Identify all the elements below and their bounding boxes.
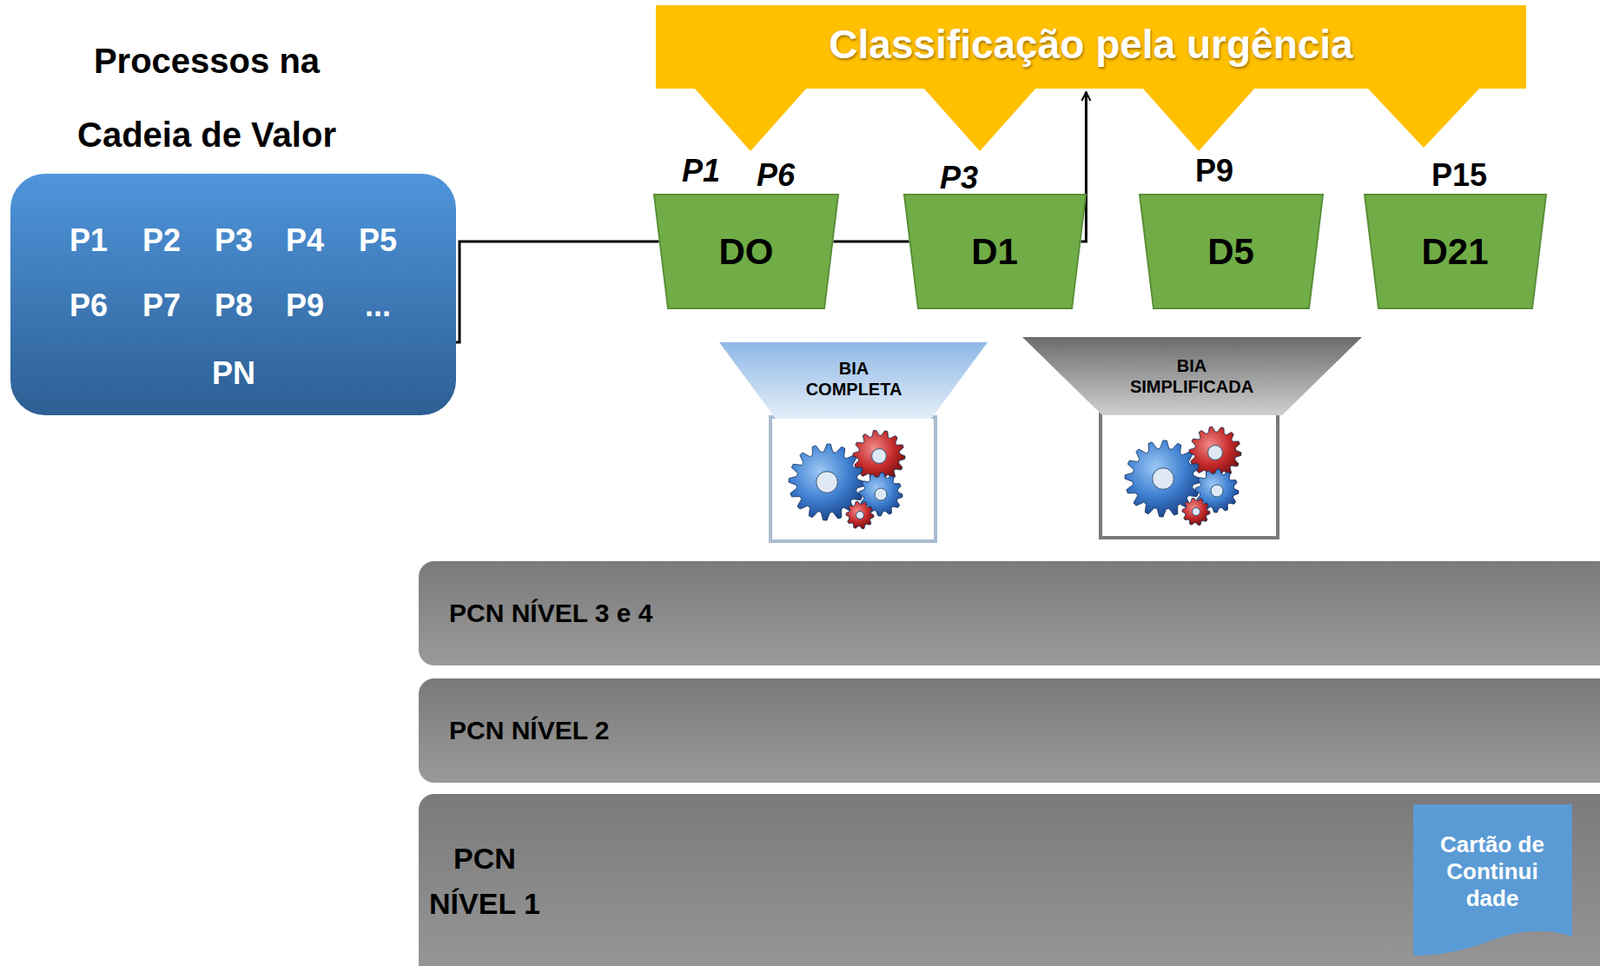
gear-hub <box>872 449 887 464</box>
trapezoid <box>1139 194 1323 309</box>
gear-hub <box>856 511 865 520</box>
process-label: P1 <box>681 152 721 190</box>
continuity-card: Cartão de Continui dade <box>1413 804 1573 959</box>
process-label: P5 <box>358 221 397 259</box>
trapezoid <box>654 194 839 309</box>
gear-hub <box>874 488 887 501</box>
gear <box>846 501 874 529</box>
band-label: PCN NÍVEL 2 <box>449 714 610 747</box>
gear <box>852 429 906 483</box>
image-frame <box>770 416 936 542</box>
process-label: P2 <box>142 221 181 259</box>
banner-pointer <box>1142 87 1256 152</box>
node-outline <box>1022 337 1362 416</box>
urgency-bucket: P15D21 <box>1363 193 1548 310</box>
process-label: PN <box>211 354 256 392</box>
connector <box>456 241 660 343</box>
banner-title: Classificação pela urgência <box>828 20 1353 69</box>
band-label: PCN NÍVEL 1 <box>428 835 542 926</box>
banner-pointer <box>1367 87 1481 148</box>
process-label: P4 <box>285 221 324 259</box>
image-frame <box>1100 412 1278 538</box>
pcn-band: PCN NÍVEL 3 e 4 <box>418 561 1600 666</box>
process-label: P3 <box>939 158 979 197</box>
heading: Processos na Cadeia de Valor <box>33 24 381 172</box>
bia-funnel: BIA SIMPLIFICADA <box>1022 337 1362 416</box>
process-label: P9 <box>285 286 324 324</box>
gear-hub <box>1152 468 1175 490</box>
banner-pointer <box>923 87 1037 152</box>
urgency-bucket: P3D1 <box>903 193 1087 310</box>
pcn-band: PCN NÍVEL 2 <box>418 678 1600 783</box>
trapezoid <box>1364 194 1547 309</box>
process-label: P3 <box>214 221 253 259</box>
gear-hub <box>1210 484 1224 497</box>
bia-funnel: BIA COMPLETA <box>719 342 988 419</box>
bucket-label: DO <box>719 230 774 274</box>
urgency-bucket: P9D5 <box>1138 193 1324 310</box>
gear <box>1189 426 1242 479</box>
urgency-banner: Classificação pela urgência <box>655 5 1527 89</box>
funnel-label: BIA SIMPLIFICADA <box>1117 355 1266 397</box>
process-label: P8 <box>214 286 253 324</box>
process-label: P6 <box>69 286 108 324</box>
funnel-shape <box>719 342 988 419</box>
funnel-label: BIA COMPLETA <box>801 357 906 400</box>
pcn-band: PCN NÍVEL 1 Cartão de Continui dade <box>418 793 1600 966</box>
gears-illustration <box>788 426 1242 529</box>
urgency-bucket: P1P6DO <box>653 193 840 310</box>
card-shape <box>1413 804 1573 956</box>
process-label: P7 <box>142 286 181 324</box>
card-label: Cartão de Continui dade <box>1421 831 1565 913</box>
bucket-label: D21 <box>1421 230 1488 274</box>
banner-bar <box>655 5 1527 89</box>
process-label: P6 <box>756 156 795 194</box>
funnel-shape <box>1022 337 1362 416</box>
process-label: P9 <box>1195 152 1234 190</box>
process-chain-box: Processos na Cadeia de ValorP1P2P3P4P5P6… <box>10 173 457 416</box>
process-label: ... <box>364 286 391 324</box>
gear <box>1182 497 1210 526</box>
process-label: P15 <box>1431 156 1488 194</box>
bucket-label: D1 <box>971 230 1019 274</box>
band-label: PCN NÍVEL 3 e 4 <box>449 597 654 629</box>
gear-hub <box>1192 508 1201 516</box>
gear-hub <box>1208 445 1224 461</box>
bucket-label: D5 <box>1207 230 1255 274</box>
connector <box>833 240 909 244</box>
trapezoid <box>904 194 1086 309</box>
gear-hub <box>816 471 839 494</box>
banner-pointer <box>694 87 807 152</box>
process-label: P1 <box>69 221 108 259</box>
